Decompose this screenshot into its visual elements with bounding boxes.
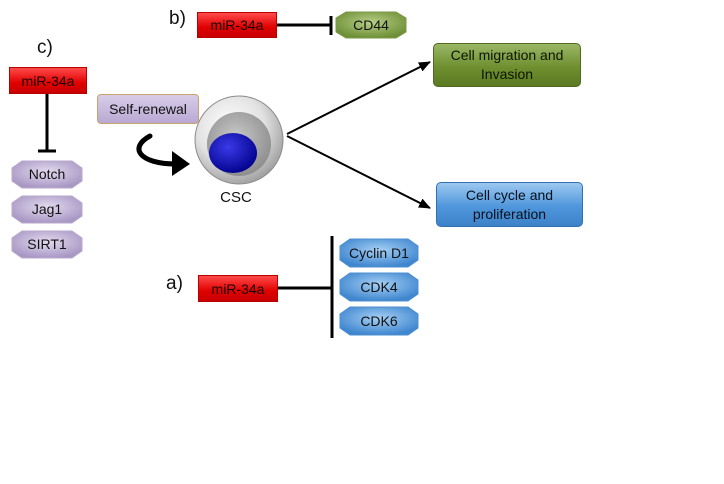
csc-nucleus [209,133,257,173]
csc-label: CSC [220,189,252,206]
mirna-box-c: miR-34a [9,67,87,94]
target-octagon-cd44 [335,11,407,39]
target-label-jag1: Jag1 [31,201,63,217]
section-label-b: b) [169,8,186,29]
self-renewal-arrowhead [172,151,190,176]
target-octagon-sirt1 [11,230,83,259]
arrow-to-migration [286,61,431,135]
self-renewal-box: Self-renewal [97,94,199,124]
target-octagon-notch [11,160,83,189]
outcome-cell-cycle-box: Cell cycle and proliferation [436,182,583,227]
target-label-cdk4: CDK4 [360,278,398,295]
target-label-sirt1: SIRT1 [27,236,67,252]
section-label-c: c) [37,37,53,58]
arrow-to-cell-cycle [286,135,431,209]
target-octagon-jag1 [11,195,83,224]
outcome-migration-box: Cell migration and Invasion [433,43,581,87]
target-label-cyclin-d1: Cyclin D1 [349,244,409,261]
target-octagon-cdk4 [339,272,419,302]
target-label-notch: Notch [28,166,66,182]
self-renewal-arrow [136,133,179,167]
mirna-box-b: miR-34a [197,12,277,38]
target-label-cd44: CD44 [353,16,389,33]
mirna-box-a: miR-34a [198,275,278,302]
target-label-cdk6: CDK6 [360,312,398,329]
target-octagon-cdk6 [339,306,419,336]
target-octagon-cyclin-d1 [339,238,419,268]
section-label-a: a) [166,273,183,294]
